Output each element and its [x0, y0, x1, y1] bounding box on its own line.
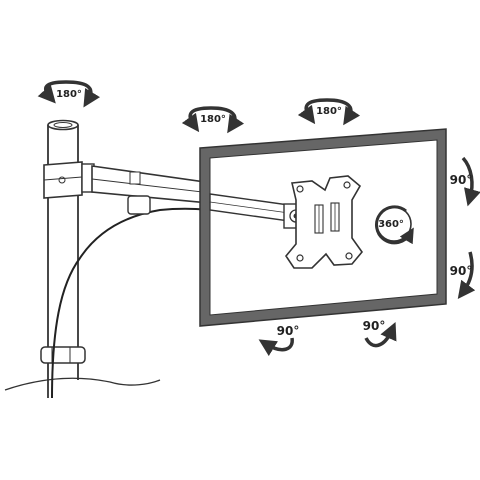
curved-rotation-arrow-icon: [364, 322, 397, 348]
vesa-mount-plate: [285, 175, 364, 269]
screen-rotate-label: 360°: [378, 219, 404, 230]
pan-left-indicator: 90°: [258, 324, 300, 357]
curved-rotation-arrow-icon: [37, 80, 101, 108]
head-swivel-label: 180°: [316, 106, 342, 117]
circular-rotation-arrow-icon: [375, 205, 414, 245]
arm-swivel-label: 180°: [200, 114, 226, 125]
pan-right-indicator: 90°: [363, 319, 397, 348]
pole-clamp: [43, 161, 95, 199]
curved-rotation-arrow-icon: [461, 156, 480, 207]
curved-rotation-arrow-icon: [258, 337, 294, 357]
curved-rotation-arrow-icon: [181, 106, 245, 134]
tilt-up-label: 90°: [450, 173, 473, 187]
tilt-up-indicator: 90°: [450, 156, 480, 207]
pole-swivel-label: 180°: [56, 89, 82, 100]
arm-swivel-indicator: 180°: [181, 106, 245, 134]
pan-right-label: 90°: [363, 319, 386, 333]
pole-cable-clip: [40, 346, 86, 364]
curved-rotation-arrow-icon: [457, 251, 476, 300]
head-swivel-indicator: 180°: [297, 98, 361, 126]
pole-swivel-indicator: 180°: [37, 80, 101, 108]
pan-left-label: 90°: [277, 324, 300, 338]
tilt-down-label: 90°: [450, 264, 473, 278]
desk-surface-line: [4, 377, 161, 391]
curved-rotation-arrow-icon: [297, 98, 361, 126]
tilt-down-indicator: 90°: [450, 251, 476, 300]
screen-rotation-indicator: 360°: [375, 205, 414, 245]
